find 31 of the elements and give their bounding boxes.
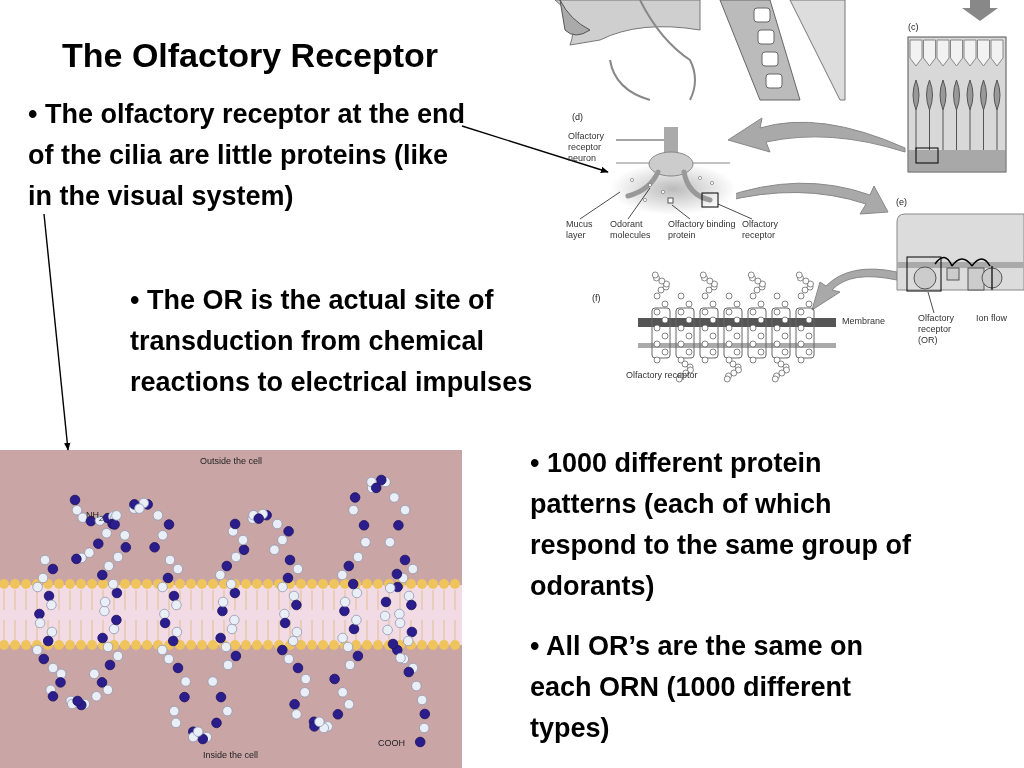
- callout-label: Mucus layer: [566, 219, 602, 241]
- leader-line: [927, 291, 935, 314]
- terminus-label: NH$_{2}$: [86, 510, 105, 523]
- protein-snake-plot-drawing: [0, 450, 462, 768]
- leader-line: [615, 139, 665, 141]
- callout-label: Odorant molecules: [610, 219, 660, 241]
- arrow: [43, 213, 71, 451]
- callout-label: Olfactory receptor: [626, 370, 699, 381]
- callout-label: Olfactory receptor (OR): [918, 313, 964, 346]
- leader-line: [671, 204, 691, 220]
- panel-letter: (e): [896, 197, 908, 207]
- callout-label: Olfactory binding protein: [668, 219, 736, 241]
- callout-label: Ion flow: [976, 313, 1009, 324]
- bullet-text: • The OR is the actual site of transduction from chemical reactions to electrical impulses: [130, 284, 534, 399]
- bullet-text: • All OR’s are the same on each ORN (1000 different types): [530, 630, 865, 745]
- callout-label: Membrane: [842, 316, 887, 327]
- callout-label: Olfactory receptor: [742, 219, 788, 241]
- panel-letter: (f): [592, 293, 602, 303]
- panel-letter: (c): [908, 22, 920, 32]
- terminus-label: COOH: [378, 738, 406, 748]
- panel-letter: (d): [572, 112, 584, 122]
- region-label: Outside the cell: [200, 456, 264, 466]
- region-label: Inside the cell: [203, 750, 260, 760]
- callout-label: Olfactory receptor neuron: [568, 131, 616, 164]
- arrow: [461, 125, 609, 173]
- bullet-text: • 1000 different protein patterns (each of which respond to the same group of odorants): [530, 447, 913, 603]
- leader-line: [717, 203, 753, 220]
- leader-line: [579, 191, 621, 220]
- leader-line: [627, 187, 651, 220]
- bullet-text: • The olfactory receptor at the end of the cilia are little proteins (like in the visual system): [28, 94, 473, 217]
- slide-title: The Olfactory Receptor: [62, 36, 438, 75]
